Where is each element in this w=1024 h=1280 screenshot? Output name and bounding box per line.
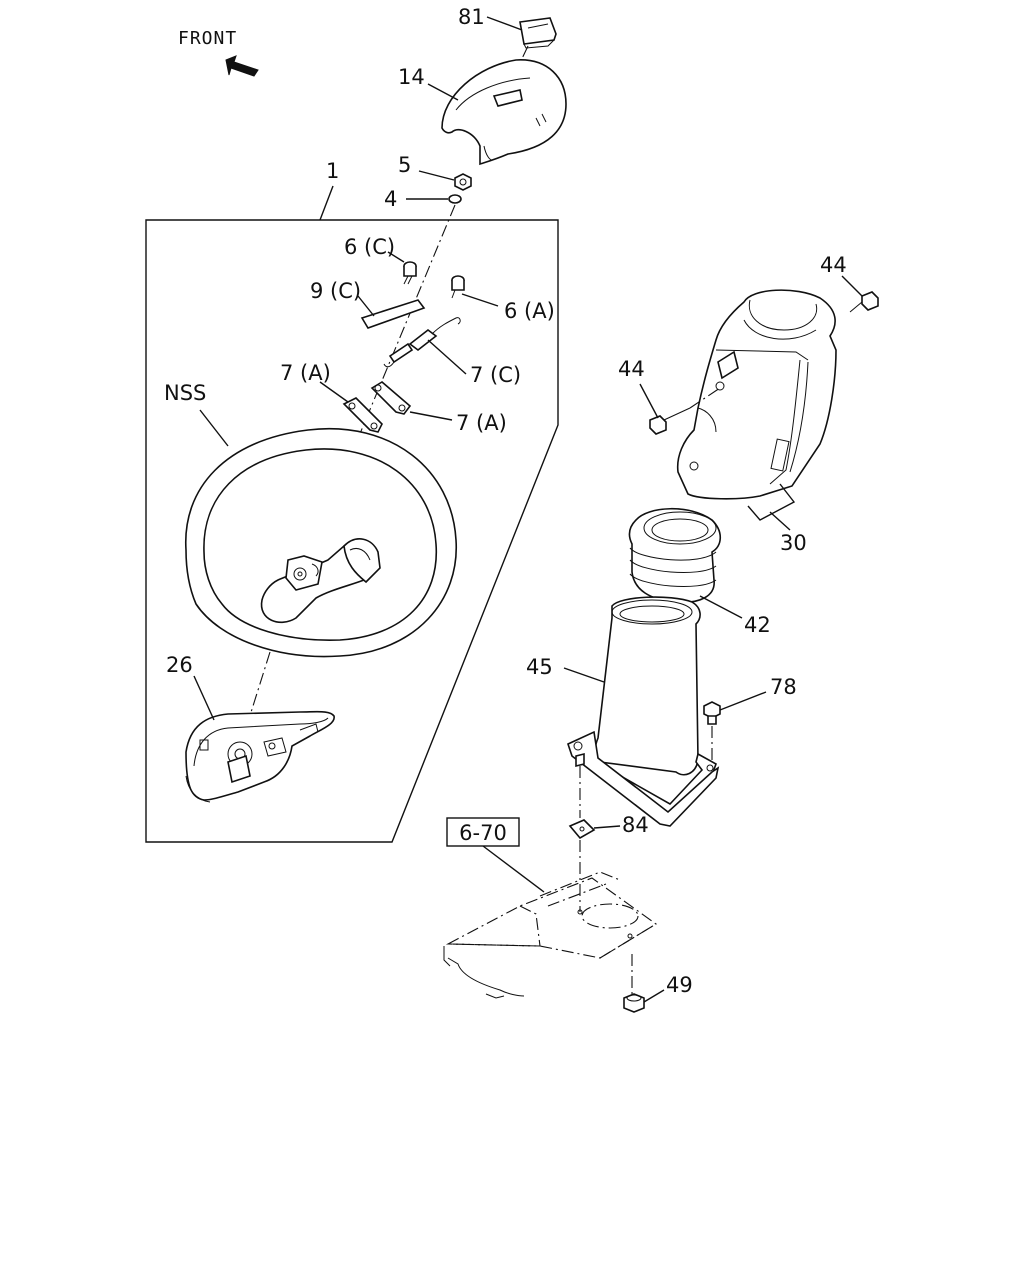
- part-45-column-base: [567, 596, 720, 827]
- part-26-combination-switch: [185, 710, 335, 803]
- leader-6a: [461, 293, 499, 307]
- label-nss: NSS: [164, 381, 206, 405]
- part-78-bolt: [703, 701, 721, 762]
- leader-6c: [387, 251, 405, 263]
- part-44-screw-mid: [649, 387, 721, 435]
- leader-14: [427, 83, 459, 101]
- part-44-screw-top: [849, 291, 879, 313]
- leader-49: [643, 989, 665, 1003]
- leader-44-mid: [639, 383, 659, 419]
- part-30-column-cover: [676, 289, 837, 500]
- part-4-washer: [448, 194, 462, 204]
- part-stud: [575, 752, 585, 768]
- label-84: 84: [622, 813, 649, 837]
- bracket-30: [747, 483, 796, 521]
- label-6c: 6 (C): [344, 235, 395, 259]
- label-7a-right: 7 (A): [456, 411, 507, 435]
- part-7c-harness: [383, 317, 461, 368]
- label-14: 14: [398, 65, 425, 89]
- leader-6-70: [482, 845, 545, 893]
- leader-5: [418, 170, 455, 181]
- floor-panel: [443, 871, 657, 999]
- label-5: 5: [398, 153, 411, 177]
- leader-81: [486, 16, 523, 31]
- leader-44-top: [841, 275, 863, 297]
- leader-7a-right: [409, 411, 453, 421]
- leader-7a-left: [319, 381, 349, 403]
- leader-42: [699, 595, 743, 619]
- part-84-plate-nut: [568, 819, 596, 840]
- label-6a: 6 (A): [504, 299, 555, 323]
- leader-45: [563, 667, 605, 683]
- label-78: 78: [770, 675, 797, 699]
- part-6c-screw: [403, 261, 417, 285]
- label-42: 42: [744, 613, 771, 637]
- label-44-mid: 44: [618, 357, 645, 381]
- label-1: 1: [326, 159, 339, 183]
- front-arrow-icon: [225, 55, 259, 77]
- label-30: 30: [780, 531, 807, 555]
- label-45: 45: [526, 655, 553, 679]
- label-9c: 9 (C): [310, 279, 361, 303]
- leader-9c: [357, 295, 375, 317]
- label-49: 49: [666, 973, 693, 997]
- part-5-nut: [454, 173, 472, 191]
- leader-30: [769, 511, 791, 531]
- part-7a-bracket-left: [342, 397, 383, 433]
- leader-84: [593, 825, 621, 829]
- label-7a-left: 7 (A): [280, 361, 331, 385]
- steering-wheel-nss: [185, 428, 457, 658]
- part-7a-bracket-right: [370, 381, 412, 415]
- leader-1: [319, 185, 334, 221]
- part-9c-plate: [360, 299, 426, 329]
- label-26: 26: [166, 653, 193, 677]
- part-81-switch: [519, 17, 557, 49]
- label-44-top: 44: [820, 253, 847, 277]
- label-7c: 7 (C): [470, 363, 521, 387]
- leader-7c: [427, 339, 467, 375]
- leader-26: [193, 675, 215, 721]
- assembly-boundary: [145, 219, 559, 843]
- part-6a-screw: [451, 275, 465, 299]
- leader-nss: [199, 409, 229, 447]
- label-81: 81: [458, 5, 485, 29]
- part-42-boot: [628, 507, 722, 604]
- label-4: 4: [384, 187, 397, 211]
- ref-6-70-label: 6-70: [459, 821, 507, 845]
- front-label: FRONT: [178, 28, 237, 49]
- leader-78: [719, 691, 767, 711]
- part-14-horn-pad: [441, 59, 567, 166]
- part-49-flange-nut: [623, 993, 645, 1013]
